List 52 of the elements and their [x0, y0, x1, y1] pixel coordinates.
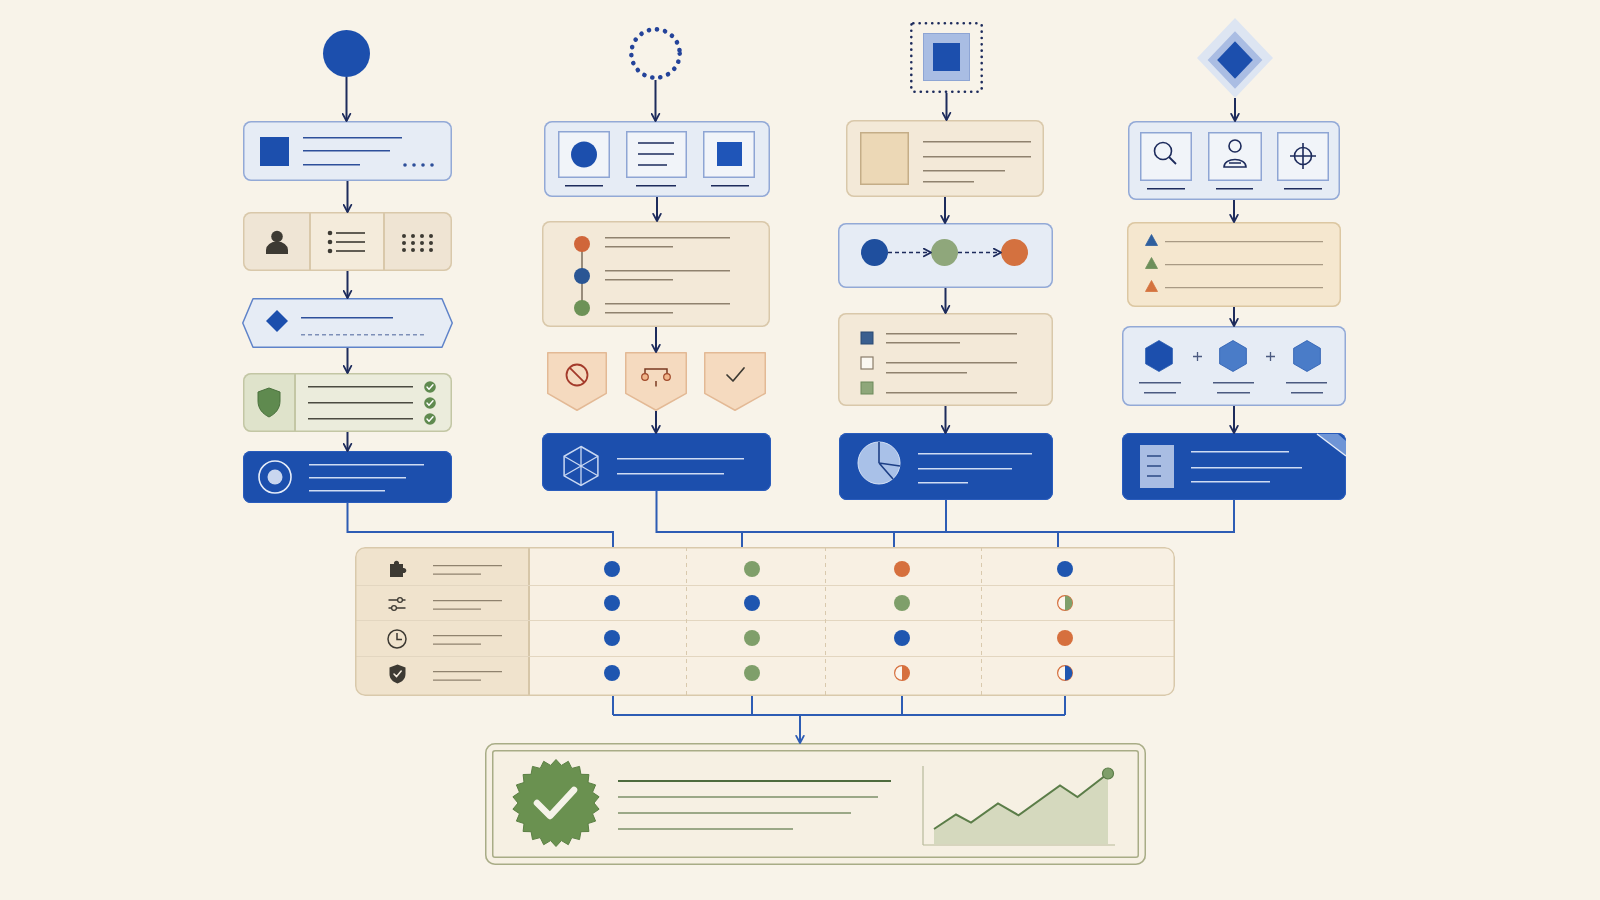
arrow	[957, 247, 1002, 258]
flow-circle	[1001, 239, 1028, 266]
pentagon-tag	[547, 352, 607, 411]
result-card	[1122, 433, 1346, 500]
connector-line	[1057, 499, 1235, 548]
tile-card	[1128, 121, 1340, 200]
arrow	[1229, 405, 1239, 434]
flow-circle	[861, 239, 888, 266]
arrow	[342, 270, 353, 299]
summary-panel	[485, 743, 1146, 865]
arrow	[652, 196, 662, 222]
checklist-card	[243, 373, 452, 432]
dotted-circle	[629, 27, 682, 80]
arrow	[1230, 97, 1240, 122]
timeline-card	[542, 221, 770, 327]
arrow	[1229, 199, 1239, 223]
segmented-card	[243, 212, 452, 271]
arrow	[940, 196, 950, 224]
pentagon-tag	[625, 352, 687, 411]
arrow	[651, 410, 661, 434]
arrow	[342, 347, 353, 374]
process-card	[243, 121, 452, 181]
arrow	[940, 287, 951, 314]
start-circle	[323, 30, 370, 77]
arrow	[342, 180, 353, 213]
flow-circle	[931, 239, 958, 266]
triangle-list-card	[1127, 222, 1341, 307]
process-card	[846, 120, 1044, 197]
arrow	[342, 431, 353, 452]
hexagon-card	[1122, 326, 1346, 406]
arrow	[940, 405, 951, 434]
checklist-card	[838, 313, 1053, 406]
connector-line	[346, 502, 614, 548]
arrow	[651, 326, 661, 353]
arrow	[341, 76, 352, 122]
arrow	[887, 247, 932, 258]
result-card	[243, 451, 452, 503]
comparison-table	[355, 547, 1175, 696]
arrow	[1229, 306, 1239, 327]
dotted-frame	[910, 22, 983, 93]
pentagon-tag	[704, 352, 766, 411]
arrow	[612, 695, 1066, 744]
connector-line	[893, 499, 947, 548]
tile-card	[544, 121, 770, 197]
arrow	[941, 92, 952, 121]
result-card	[839, 433, 1053, 500]
layered-diamond	[1197, 18, 1273, 98]
result-card	[542, 433, 771, 491]
hexagon-card	[242, 298, 453, 348]
arrow	[650, 79, 661, 122]
flow-card	[838, 223, 1053, 288]
connector-line	[655, 490, 743, 548]
